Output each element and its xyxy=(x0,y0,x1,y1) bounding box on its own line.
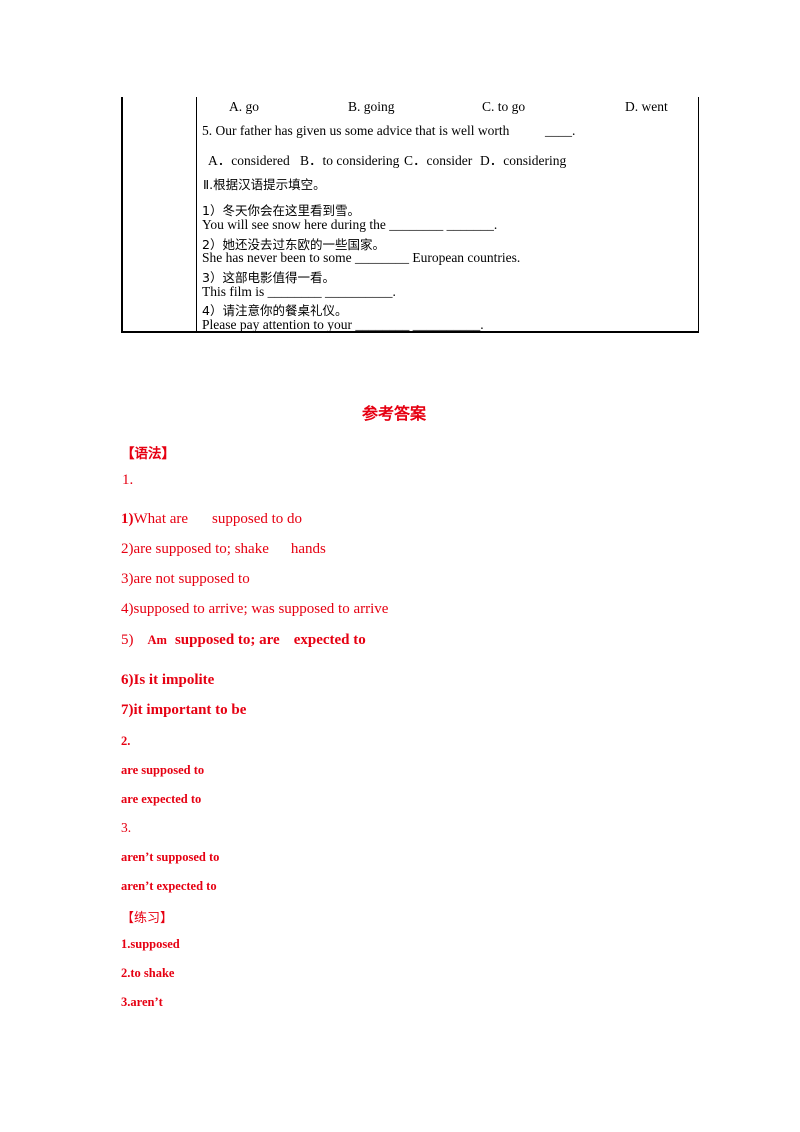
q1-answer-1-num: 1) xyxy=(121,511,134,527)
q1-answer-2-text: 2)are supposed to; shake xyxy=(121,541,269,557)
q5-option-c: C．consider xyxy=(404,153,473,168)
q1-answer-5-num: 5) xyxy=(121,632,134,648)
q1-answer-6: 6)Is it impolite xyxy=(121,672,215,688)
exercise-table xyxy=(121,97,699,333)
q1-answer-2: 2)are supposed to; shake hands xyxy=(121,541,326,558)
part2-item-3-cn: 3）这部电影值得一看。 xyxy=(202,270,335,285)
q5-option-a: A．considered xyxy=(208,153,290,168)
grammar-heading: 【语法】 xyxy=(121,446,175,462)
q1-label: 1. xyxy=(122,472,134,488)
practice-answer-1: 1.supposed xyxy=(121,937,180,951)
part2-item-3-en: This film is ________ __________. xyxy=(202,284,396,299)
part2-item-4-cn: 4）请注意你的餐桌礼仪。 xyxy=(202,303,348,318)
part2-item-1-cn: 1）冬天你会在这里看到雪。 xyxy=(202,203,360,218)
q4-option-a: A. go xyxy=(229,99,259,114)
q1-answer-1-text: What are xyxy=(133,511,189,527)
q4-option-b: B. going xyxy=(348,99,395,114)
part2-heading: Ⅱ.根据汉语提示填空。 xyxy=(203,177,326,192)
q2-label: 2. xyxy=(121,734,131,748)
q5-stem: 5. Our father has given us some advice t… xyxy=(202,123,510,138)
q1-answer-1-text2: supposed to do xyxy=(212,511,303,527)
q1-answer-5: 5) Am supposed to; are expected to xyxy=(121,631,366,649)
q5-option-b: B．to considering xyxy=(300,153,400,168)
part2-item-2-cn: 2）她还没去过东欧的一些国家。 xyxy=(202,237,385,252)
q1-answer-4: 4)supposed to arrive; was supposed to ar… xyxy=(121,601,389,617)
q3-answer-2: aren’t expected to xyxy=(121,879,217,893)
q3-answer-1: aren’t supposed to xyxy=(121,850,220,864)
q4-option-d: D. went xyxy=(625,99,668,114)
q1-answer-5-text: Am xyxy=(147,633,167,647)
table-column-divider xyxy=(196,97,197,331)
q1-answer-7: 7)it important to be xyxy=(121,702,247,718)
practice-heading: 【练习】 xyxy=(121,911,174,926)
practice-answer-3: 3.aren’t xyxy=(121,995,163,1009)
q1-answer-5-text2: supposed to; are xyxy=(174,632,280,648)
q1-answer-5-text3: expected to xyxy=(293,632,366,648)
part2-item-4-en: Please pay attention to your ________ __… xyxy=(202,317,484,332)
q1-answer-3: 3)are not supposed to xyxy=(121,571,250,587)
part2-item-2-en: She has never been to some ________ Euro… xyxy=(202,250,521,265)
q2-answer-2: are expected to xyxy=(121,792,202,806)
practice-answer-2: 2.to shake xyxy=(121,966,175,980)
q1-answer-2-text2: hands xyxy=(290,541,326,557)
q1-answer-1: 1)What are supposed to do xyxy=(121,511,302,528)
q3-label: 3. xyxy=(121,820,132,835)
part2-item-1-en: You will see snow here during the ______… xyxy=(202,217,498,232)
q5-option-d: D．considering xyxy=(480,153,567,168)
q5-blank: ____. xyxy=(545,123,576,138)
q2-answer-1: are supposed to xyxy=(121,763,205,777)
answers-title: 参考答案 xyxy=(362,404,427,423)
q4-option-c: C. to go xyxy=(482,99,526,114)
